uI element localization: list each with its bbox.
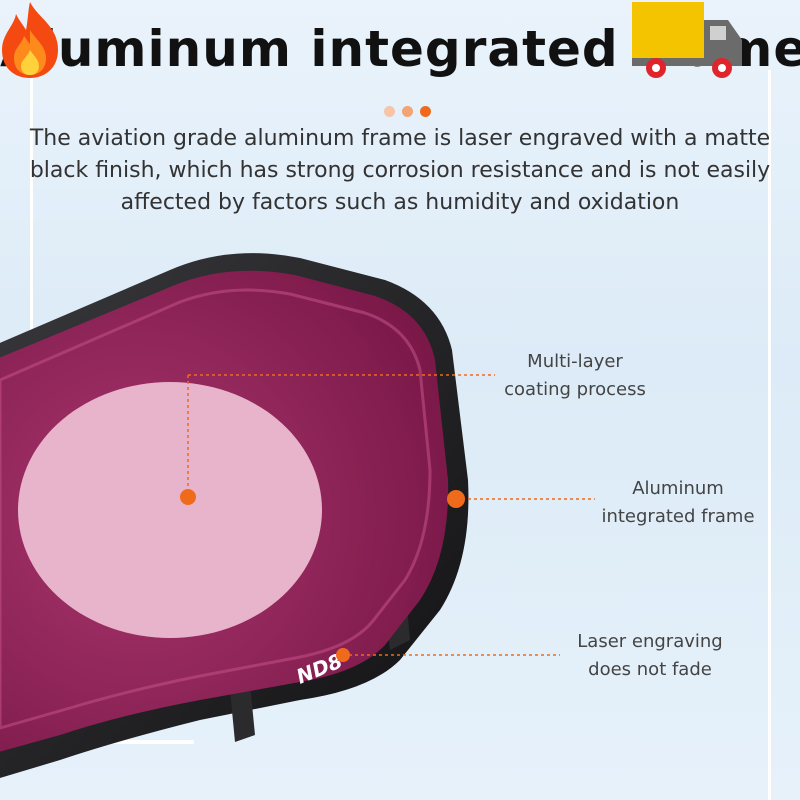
description-line-3: affected by factors such as humidity and…: [120, 190, 680, 215]
callout-dot-frame: [447, 490, 465, 508]
frame-tab-bottom: [230, 684, 255, 742]
corner-line-horizontal: [54, 740, 194, 744]
fire-icon: [2, 2, 58, 78]
callout-dot-coating: [180, 489, 196, 505]
callout-coating-line-2: coating process: [504, 379, 646, 400]
callout-coating-label: Multi-layer coating process: [490, 348, 660, 404]
callout-laser-label: Laser engraving does not fade: [565, 628, 735, 684]
delivery-truck-icon: [632, 2, 742, 78]
decorative-dots: [384, 106, 432, 118]
callout-dot-laser: [336, 648, 350, 662]
dot-2: [402, 106, 413, 117]
callout-laser-line-1: Laser engraving: [577, 631, 723, 652]
glass-highlight: [18, 382, 322, 638]
dot-1: [384, 106, 395, 117]
description-line-1: The aviation grade aluminum frame is las…: [29, 126, 771, 151]
callout-frame-label: Aluminum integrated frame: [598, 475, 758, 531]
frame-line-right: [768, 70, 771, 800]
dot-3: [420, 106, 431, 117]
description-line-2: black finish, which has strong corrosion…: [29, 158, 771, 183]
callout-laser-line-2: does not fade: [588, 659, 712, 680]
callout-frame-line-2: integrated frame: [601, 506, 755, 527]
callout-coating-line-1: Multi-layer: [527, 351, 623, 372]
callout-frame-line-1: Aluminum: [632, 478, 724, 499]
glass-bevel: [0, 288, 432, 730]
